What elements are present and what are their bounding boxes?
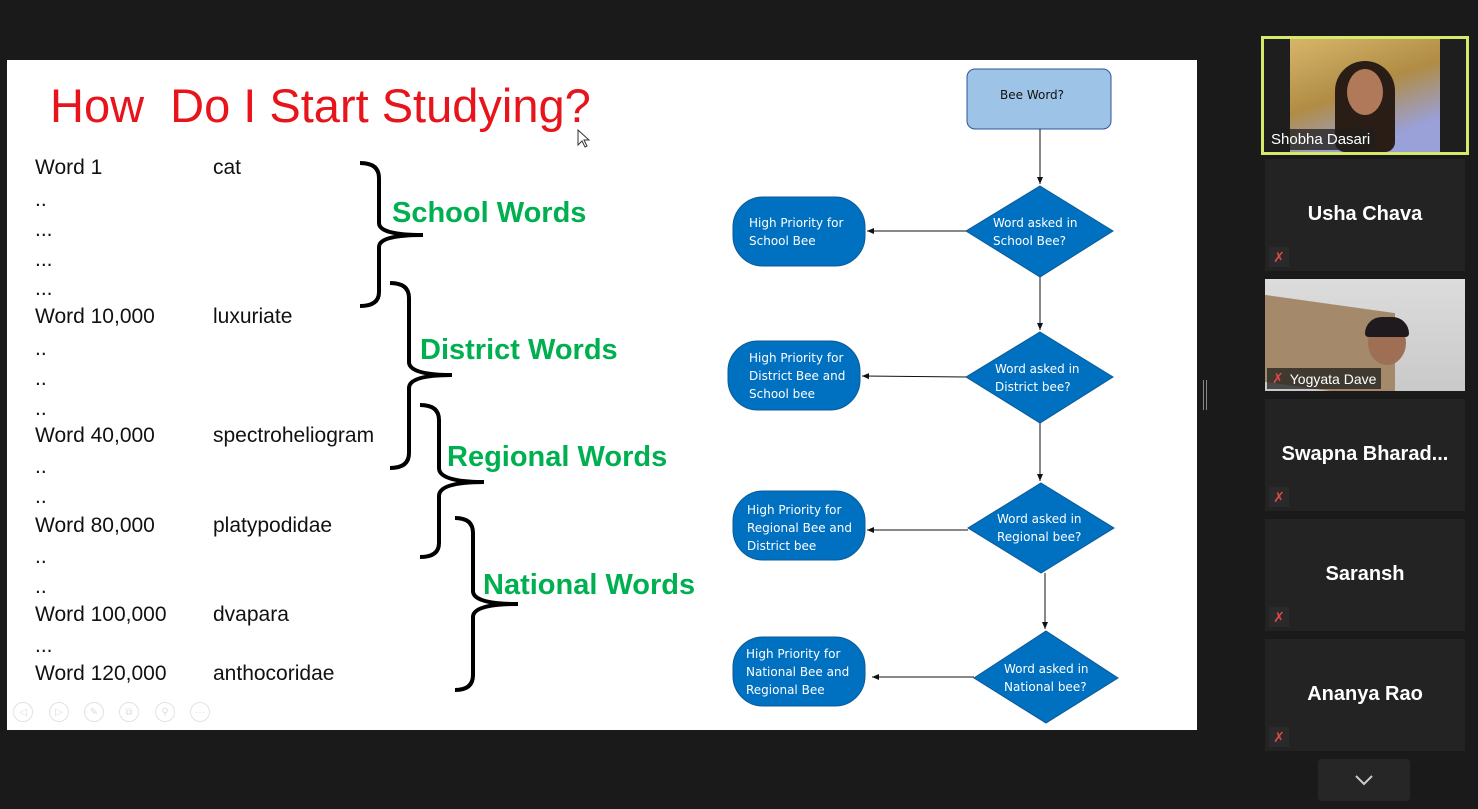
muted-mic-icon: ✗ <box>1269 487 1289 507</box>
word-example: dvapara <box>213 603 289 626</box>
zoom-icon[interactable]: ⚲ <box>155 702 175 722</box>
brace-regional <box>419 403 485 559</box>
panel-resize-handle[interactable] <box>1203 380 1207 410</box>
decision-label: Word asked in National bee? <box>1004 662 1089 694</box>
word-number: Word 10,000 <box>35 305 155 328</box>
category-district-words: District Words <box>420 334 618 366</box>
diagram-shapes <box>359 68 1119 724</box>
word-example: platypodidae <box>213 514 333 537</box>
category-school-words: School Words <box>392 197 587 229</box>
decision-label: Word asked in Regional bee? <box>997 512 1082 544</box>
word-number: .. <box>35 367 47 390</box>
brace-district <box>389 281 453 470</box>
participant-name: Usha Chava <box>1307 203 1423 225</box>
word-number: .. <box>35 485 47 508</box>
pen-icon[interactable]: ✎ <box>84 702 104 722</box>
muted-mic-icon: ✗ <box>1269 607 1289 627</box>
switch-view-icon[interactable]: ⧉ <box>119 702 139 722</box>
word-number: Word 40,000 <box>35 424 155 447</box>
word-example: luxuriate <box>213 305 293 328</box>
participant-tile-usha-chava[interactable]: Usha Chava ✗ <box>1265 159 1465 271</box>
outcome-label: High Priority for District Bee and Schoo… <box>749 351 846 401</box>
more-icon[interactable]: ··· <box>190 702 210 722</box>
decision-label: Word asked in School Bee? <box>993 216 1078 248</box>
participant-tile-shobha-dasari[interactable]: Shobha Dasari <box>1261 36 1469 155</box>
outcome-school <box>732 196 866 267</box>
participant-name: Shobha Dasari <box>1266 129 1376 150</box>
chevron-down-icon <box>1355 775 1373 786</box>
muted-mic-icon: ✗ <box>1272 370 1284 386</box>
outcome-label: High Priority for Regional Bee and Distr… <box>747 503 852 553</box>
word-number: ... <box>35 634 53 657</box>
participant-tile-ananya-rao[interactable]: Ananya Rao ✗ <box>1265 639 1465 751</box>
word-number: ... <box>35 218 53 241</box>
slide-title: How Do I Start Studying? <box>50 79 591 132</box>
word-number: ... <box>35 277 53 300</box>
mouse-cursor-icon <box>577 129 591 148</box>
participant-tile-swapna-bharad[interactable]: Swapna Bharad... ✗ <box>1265 399 1465 511</box>
word-number: Word 120,000 <box>35 662 167 685</box>
word-number: .. <box>35 545 47 568</box>
word-number: .. <box>35 455 47 478</box>
word-number: Word 80,000 <box>35 514 155 537</box>
muted-mic-icon: ✗ <box>1269 727 1289 747</box>
brace-national <box>454 516 519 692</box>
brace-school <box>359 161 424 308</box>
word-number: ... <box>35 248 53 271</box>
word-number: .. <box>35 337 47 360</box>
outcome-district <box>727 340 861 411</box>
word-example: anthocoridae <box>213 662 335 685</box>
participant-tile-saransh[interactable]: Saransh ✗ <box>1265 519 1465 631</box>
participant-name: Saransh <box>1325 563 1405 585</box>
word-example: spectroheliogram <box>213 424 375 447</box>
scroll-participants-down-button[interactable] <box>1318 759 1410 801</box>
word-number: .. <box>35 575 47 598</box>
participant-name: Ananya Rao <box>1307 683 1423 705</box>
word-number: .. <box>35 188 47 211</box>
decision-regional <box>967 482 1115 574</box>
category-national-words: National Words <box>483 569 696 601</box>
muted-mic-icon: ✗ <box>1269 247 1289 267</box>
participant-name: Swapna Bharad... <box>1281 443 1449 465</box>
decision-national <box>973 630 1119 724</box>
participant-tile-yogyata-dave[interactable]: ✗ Yogyata Dave <box>1265 279 1465 391</box>
category-regional-words: Regional Words <box>447 441 668 473</box>
shared-slide: How Do I Start Studying? Word 1 cat......… <box>7 60 1197 730</box>
decision-label: Word asked in District bee? <box>995 362 1080 394</box>
next-slide-button[interactable]: ▷ <box>49 702 69 722</box>
word-example: cat <box>213 156 242 179</box>
previous-slide-button[interactable]: ◁ <box>13 702 33 722</box>
outcome-label: High Priority for National Bee and Regio… <box>746 647 850 697</box>
participant-name: Yogyata Dave <box>1289 370 1377 387</box>
outcome-regional <box>732 490 866 561</box>
word-number: Word 1 <box>35 156 103 179</box>
outcome-label: High Priority for School Bee <box>749 216 844 248</box>
start-box <box>966 68 1112 130</box>
word-number: .. <box>35 397 47 420</box>
start-label: Bee Word? <box>1000 88 1065 102</box>
word-number: Word 100,000 <box>35 603 167 626</box>
outcome-national <box>732 636 866 707</box>
